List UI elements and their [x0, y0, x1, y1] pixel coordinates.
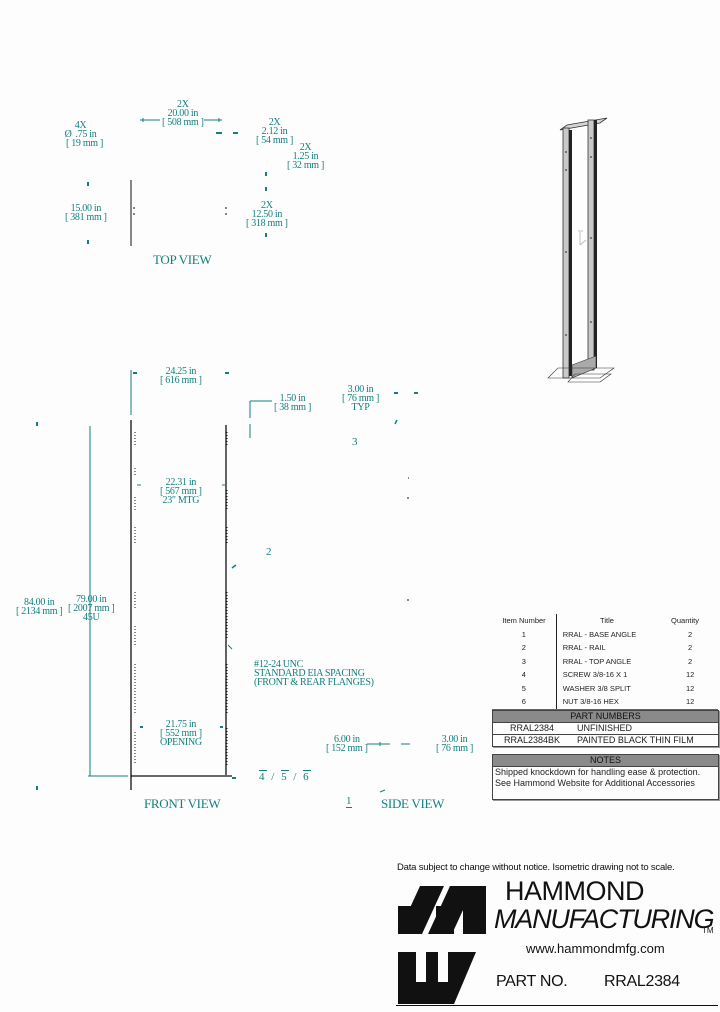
- website-link[interactable]: www.hammondmfg.com: [526, 941, 665, 956]
- part-number-row: RRAL2384 UNFINISHED: [493, 723, 718, 735]
- dim-mounting-width: 22.31 in [ 567 mm ] 23" MTG: [160, 477, 202, 506]
- bom-row: 2 RRAL - RAIL 2: [492, 641, 718, 655]
- dim-rail-depth: 3.00 in [ 76 mm ] TYP: [342, 384, 380, 413]
- trademark: TM: [702, 926, 714, 935]
- balloon-items-4-5-6: 4 / 5 / 6: [259, 770, 311, 783]
- dim-slot: 2X 1.25 in [ 32 mm ]: [287, 142, 325, 171]
- balloon-item-1: 1: [346, 795, 352, 808]
- brand-name-line1: HAMMOND: [505, 876, 645, 906]
- side-view-label: SIDE VIEW: [381, 796, 445, 811]
- front-view-label: FRONT VIEW: [144, 796, 221, 811]
- bom-row: 6 NUT 3/8-16 HEX 12: [492, 695, 718, 711]
- isometric-rack: [547, 117, 615, 383]
- dim-hole-diameter: 4X Ø.75 in [ 19 mm ]: [64, 120, 104, 149]
- note-line: Shipped knockdown for handling ease & pr…: [495, 767, 701, 777]
- dim-rail-width: 1.50 in [ 38 mm ]: [274, 393, 312, 413]
- note-line: See Hammond Website for Additional Acces…: [495, 778, 695, 788]
- dim-overall-width: 2X 20.00 in [ 508 mm ]: [162, 99, 204, 128]
- part-no-value: RRAL2384: [604, 973, 680, 990]
- side-view-dimension-lines: [367, 392, 418, 793]
- notes-header: NOTES: [493, 755, 718, 767]
- top-view-geometry: [87, 118, 267, 244]
- top-view-rail-outline: [130, 180, 227, 246]
- bom-row: 4 SCREW 3/8-16 X 1 12: [492, 668, 718, 682]
- bom-header-row: Item Number Title Quantity: [492, 614, 718, 628]
- bom-header-item: Item Number: [502, 616, 546, 626]
- tapping-note: #12-24 UNC STANDARD EIA SPACING (FRONT &…: [254, 659, 374, 688]
- bom-header-qty: Quantity: [671, 616, 699, 626]
- balloon-item-3: 3: [352, 436, 358, 448]
- disclaimer: Data subject to change without notice. I…: [397, 862, 675, 873]
- hammond-logo-mark: [398, 886, 486, 1004]
- part-numbers-table: PART NUMBERS RRAL2384 UNFINISHED RRAL238…: [492, 710, 719, 747]
- bom-row: 3 RRAL - TOP ANGLE 2: [492, 654, 718, 668]
- brand-name-line2: MANUFACTURING: [494, 904, 715, 934]
- front-view-dimension-lines: [36, 370, 272, 790]
- balloon-item-2: 2: [266, 546, 272, 558]
- dim-usable-height: 79.00 in [ 2007 mm ] 45U: [68, 594, 115, 623]
- bom-row: 5 WASHER 3/8 SPLIT 12: [492, 681, 718, 695]
- bom-row: 1 RRAL - BASE ANGLE 2: [492, 627, 718, 641]
- dim-overall-height: 84.00 in [ 2134 mm ]: [16, 597, 63, 617]
- dim-base-depth: 15.00 in [ 381 mm ]: [65, 203, 107, 223]
- dim-hole-spacing: 2X 12.50 in [ 318 mm ]: [246, 200, 288, 229]
- dim-overall-width-front: 24.25 in [ 616 mm ]: [160, 366, 202, 386]
- bill-of-materials: Item Number Title Quantity 1 RRAL - BASE…: [492, 614, 718, 711]
- front-view-hole-pattern: [134, 432, 228, 765]
- bom-header-title: Title: [556, 614, 657, 628]
- side-view-marks: [407, 477, 409, 601]
- dim-opening: 21.75 in [ 552 mm ] OPENING: [160, 719, 202, 748]
- title-block-rule: [396, 1005, 718, 1006]
- diameter-symbol-icon: Ø: [64, 129, 72, 140]
- dim-base-flange: 3.00 in [ 76 mm ]: [436, 734, 474, 754]
- part-no-label: PART NO.: [496, 973, 568, 990]
- dim-flange-width: 2X 2.12 in [ 54 mm ]: [256, 117, 294, 146]
- top-view-label: TOP VIEW: [153, 252, 212, 267]
- front-view-rails: [130, 420, 232, 790]
- part-numbers-header: PART NUMBERS: [493, 711, 718, 723]
- notes-box: NOTES Shipped knockdown for handling eas…: [492, 754, 719, 800]
- part-number-row: RRAL2384BK PAINTED BLACK THIN FILM: [503, 735, 694, 745]
- dim-base-depth-side: 6.00 in [ 152 mm ]: [326, 734, 368, 754]
